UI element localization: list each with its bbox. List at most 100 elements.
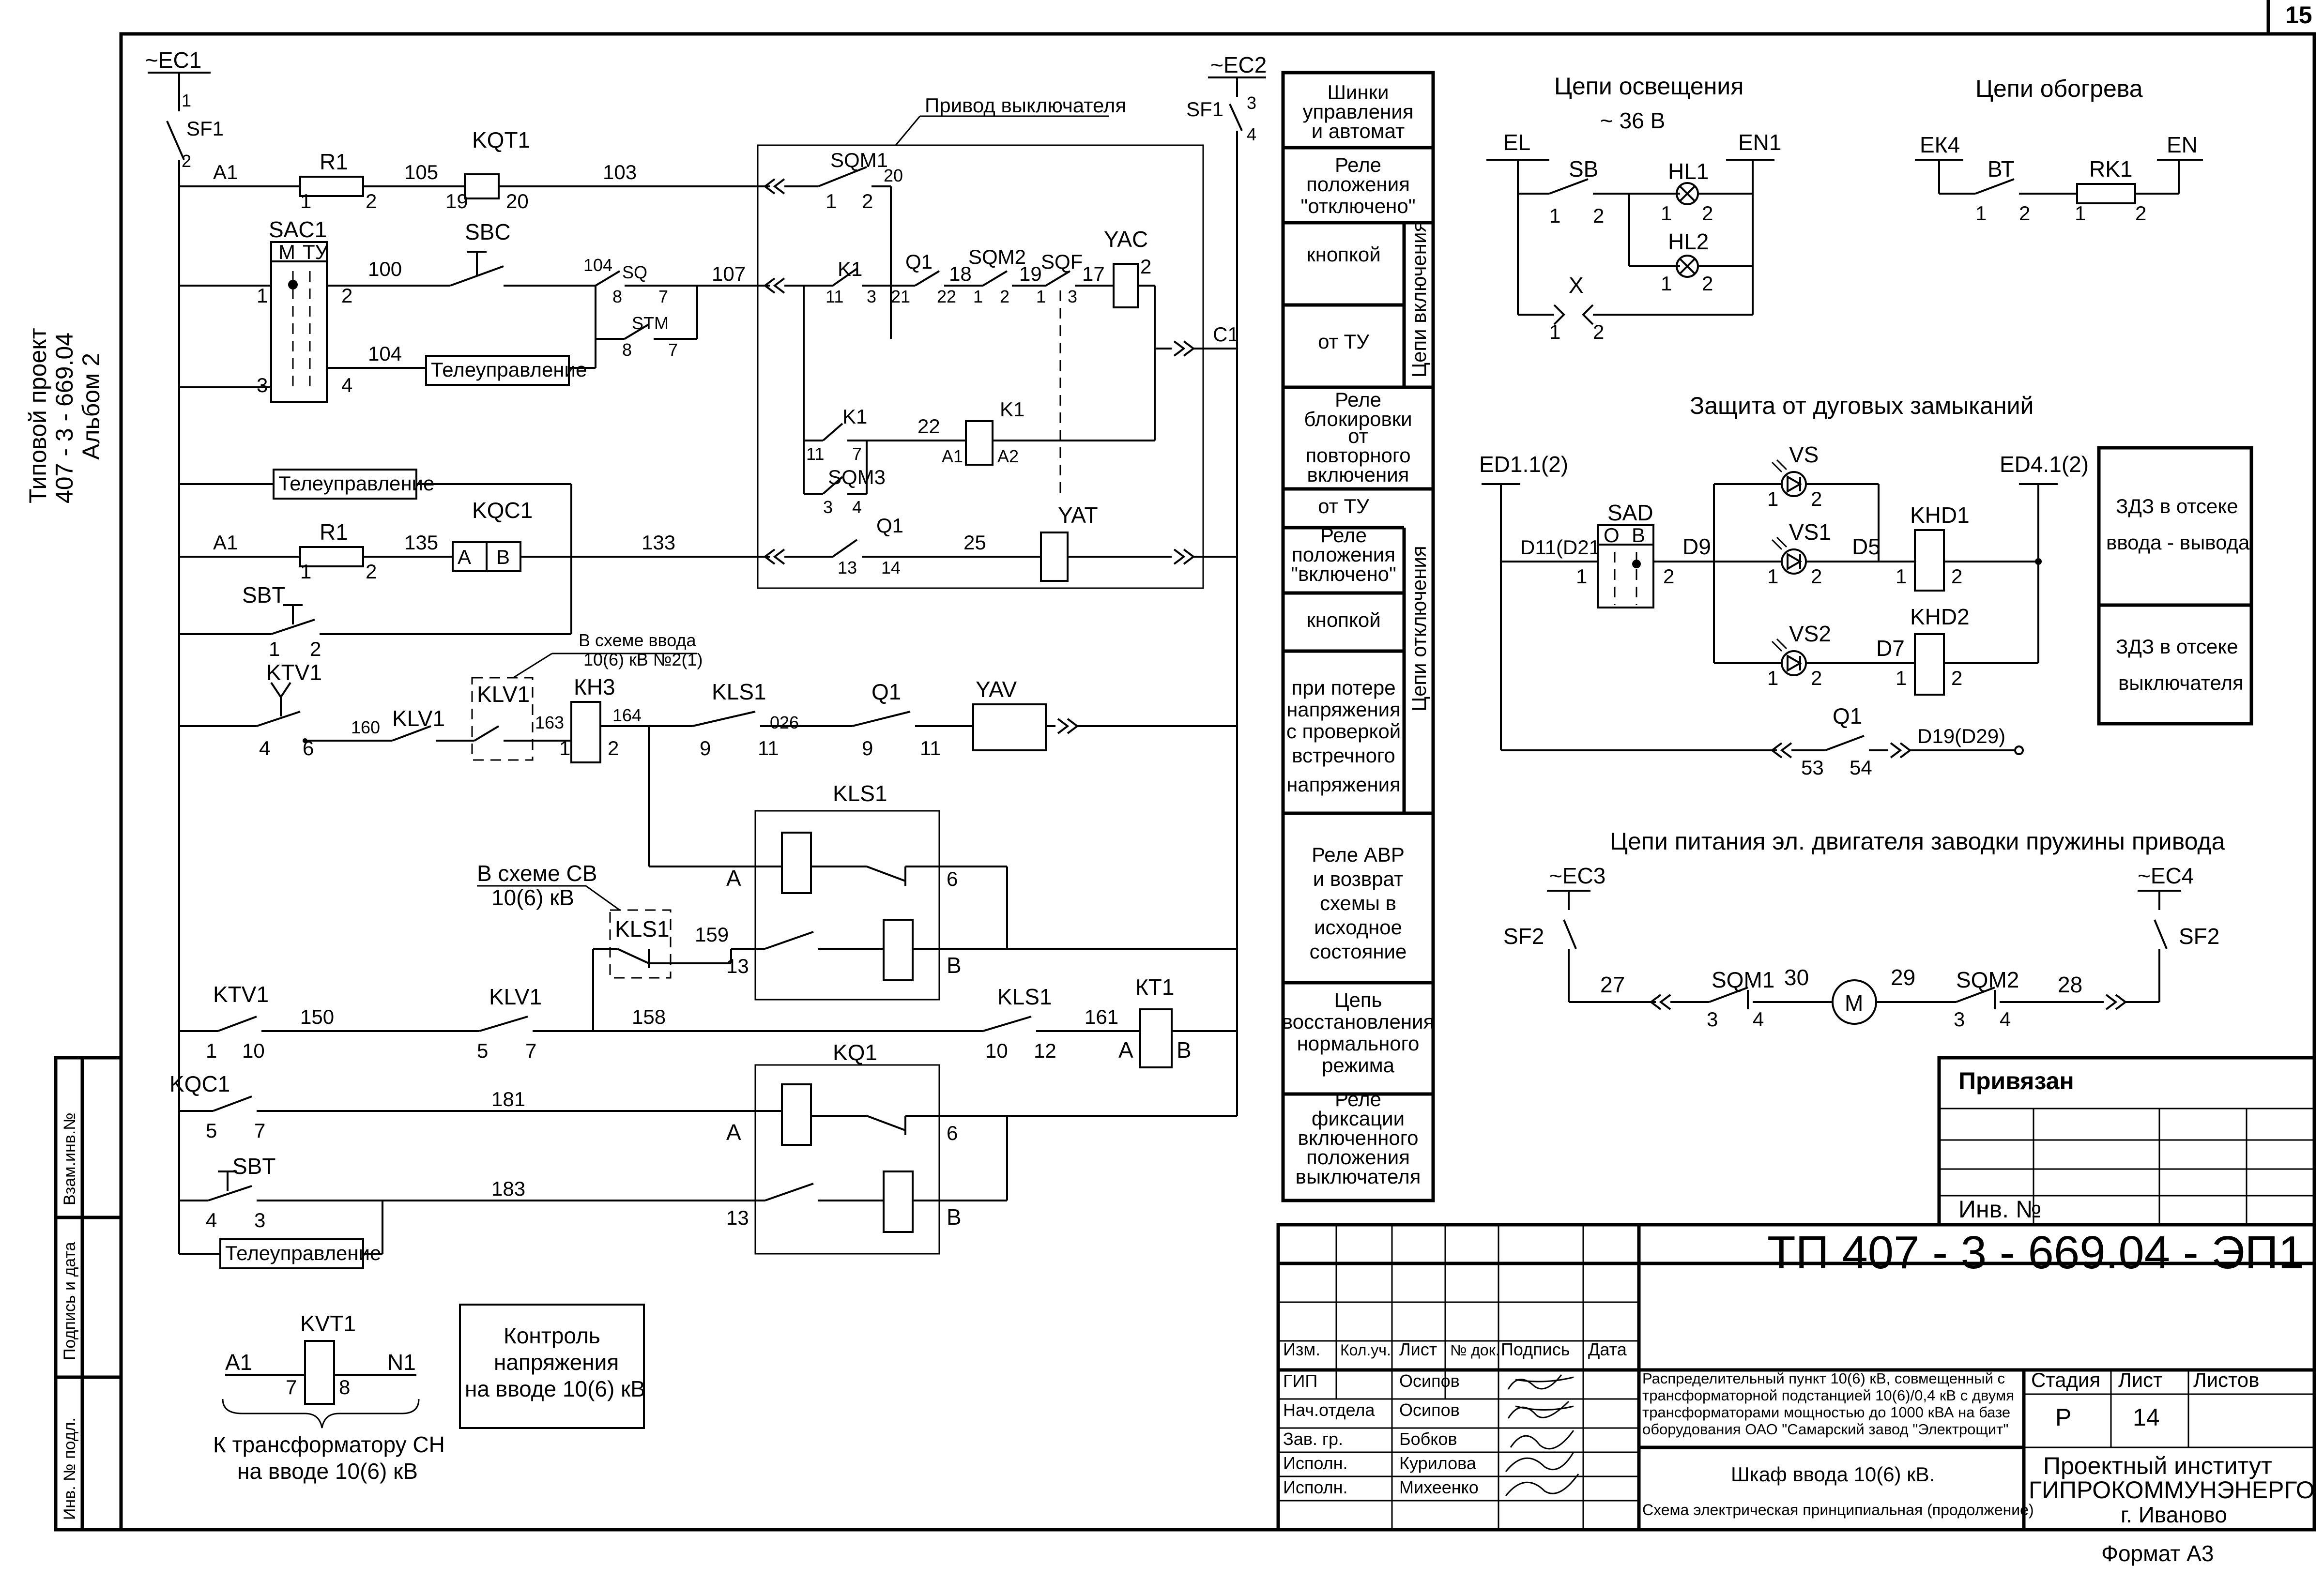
svg-text:105: 105 — [404, 161, 438, 183]
svg-text:г. Иваново: г. Иваново — [2121, 1502, 2227, 1527]
svg-text:30: 30 — [1784, 965, 1809, 990]
svg-text:Q1: Q1 — [876, 514, 903, 537]
svg-text:трансформаторами мощностью до: трансформаторами мощностью до 1000 кВА н… — [1642, 1404, 2010, 1421]
svg-text:А2: А2 — [997, 446, 1019, 466]
svg-text:27: 27 — [1600, 972, 1625, 997]
svg-text:В: В — [1632, 524, 1645, 547]
svg-text:4: 4 — [1247, 124, 1256, 144]
svg-text:от: от — [1348, 425, 1368, 447]
svg-text:13: 13 — [838, 558, 857, 578]
svg-text:19: 19 — [445, 190, 468, 213]
svg-text:1: 1 — [1896, 565, 1907, 588]
svg-text:А1: А1 — [225, 1350, 252, 1375]
signature — [1505, 1452, 1575, 1472]
svg-text:2: 2 — [1811, 487, 1822, 510]
svg-text:SQ: SQ — [622, 262, 647, 282]
svg-text:53: 53 — [1801, 756, 1824, 779]
svg-text:2: 2 — [2019, 202, 2030, 225]
svg-text:исходное: исходное — [1314, 916, 1402, 939]
svg-text:10(6) кВ №2(1): 10(6) кВ №2(1) — [583, 650, 703, 669]
svg-text:трансформаторной подстанцией 1: трансформаторной подстанцией 10(6)/0,4 к… — [1642, 1387, 2014, 1404]
svg-text:14: 14 — [2133, 1404, 2160, 1431]
title-block: ТП 407 - 3 - 669.04 - ЭП1 Изм. Кол.уч. Л… — [1276, 1223, 2316, 1532]
svg-text:21: 21 — [891, 287, 910, 306]
svg-text:2: 2 — [310, 638, 321, 660]
svg-text:5: 5 — [206, 1119, 217, 1142]
svg-text:KQT1: KQT1 — [472, 127, 530, 152]
svg-text:Цепи освещения: Цепи освещения — [1554, 73, 1743, 100]
svg-text:YAT: YAT — [1058, 502, 1098, 528]
svg-text:ввода - вывода: ввода - вывода — [2106, 531, 2250, 554]
svg-text:1: 1 — [1896, 667, 1907, 689]
svg-text:положения: положения — [1306, 1146, 1410, 1169]
signature — [1507, 1374, 1574, 1390]
svg-text:~ЕС2: ~ЕС2 — [1210, 52, 1267, 77]
svg-text:В схеме СВ: В схеме СВ — [477, 861, 597, 886]
svg-text:"отключено": "отключено" — [1300, 195, 1415, 217]
svg-text:EN: EN — [2167, 132, 2198, 157]
svg-text:фиксации: фиксации — [1312, 1107, 1405, 1130]
svg-text:2: 2 — [1593, 204, 1604, 227]
svg-text:и автомат: и автомат — [1312, 120, 1405, 142]
arc-protection: Защита от дуговых замыканий ED1.1(2) D11… — [1479, 392, 2253, 779]
svg-text:ТУ: ТУ — [303, 241, 328, 263]
svg-text:VS: VS — [1789, 442, 1819, 467]
svg-text:КН3: КН3 — [574, 674, 615, 699]
svg-text:Исполн.: Исполн. — [1283, 1453, 1348, 1473]
breaker-drive-label: Привод выключателя — [925, 94, 1126, 117]
svg-text:от ТУ: от ТУ — [1318, 495, 1369, 517]
svg-text:Реле: Реле — [1320, 524, 1367, 547]
svg-text:7: 7 — [658, 287, 668, 306]
svg-text:D7: D7 — [1876, 636, 1905, 661]
svg-text:1: 1 — [826, 190, 837, 213]
svg-text:Телеуправление: Телеуправление — [278, 472, 434, 495]
svg-text:1: 1 — [1661, 202, 1672, 225]
svg-text:ГИПРОКОММУНЭНЕРГО: ГИПРОКОММУНЭНЕРГО — [2029, 1476, 2315, 1504]
svg-text:SQM2: SQM2 — [968, 245, 1026, 268]
svg-text:1: 1 — [1661, 272, 1672, 295]
svg-text:KLS1: KLS1 — [712, 679, 766, 704]
svg-text:Реле АВР: Реле АВР — [1312, 843, 1405, 866]
svg-text:2: 2 — [341, 284, 352, 307]
svg-text:на вводе 10(6) кВ: на вводе 10(6) кВ — [237, 1459, 418, 1484]
svg-text:K1: K1 — [838, 258, 862, 280]
svg-text:407 - 3 - 669.04: 407 - 3 - 669.04 — [51, 333, 78, 503]
svg-text:20: 20 — [506, 190, 529, 213]
svg-text:KLS1: KLS1 — [997, 984, 1052, 1009]
svg-text:SB: SB — [1569, 156, 1598, 182]
svg-text:135: 135 — [404, 531, 438, 554]
svg-text:ГИП: ГИП — [1283, 1371, 1317, 1391]
kq1-relay-box — [754, 1064, 940, 1255]
svg-text:KTV1: KTV1 — [213, 982, 269, 1007]
svg-text:положения: положения — [1306, 173, 1410, 196]
svg-text:HL1: HL1 — [1668, 159, 1709, 184]
svg-text:Осипов: Осипов — [1399, 1400, 1460, 1420]
svg-text:YAC: YAC — [1104, 227, 1148, 252]
svg-text:Реле: Реле — [1335, 1088, 1381, 1110]
svg-text:Курилова: Курилова — [1399, 1453, 1477, 1473]
signature — [1507, 1400, 1574, 1419]
svg-text:D11(D21): D11(D21) — [1520, 536, 1607, 559]
privyazan-block: Привязан Инв. № — [1937, 1056, 2316, 1227]
svg-text:2: 2 — [366, 190, 377, 213]
svg-text:1: 1 — [206, 1039, 217, 1062]
svg-text:А: А — [726, 866, 741, 891]
svg-text:от ТУ: от ТУ — [1318, 330, 1369, 353]
svg-text:ВТ: ВТ — [1988, 156, 2015, 182]
svg-text:1: 1 — [300, 560, 311, 583]
svg-text:2: 2 — [1951, 565, 1962, 588]
svg-text:1: 1 — [1036, 287, 1046, 306]
svg-text:100: 100 — [368, 258, 402, 280]
svg-text:Цепь: Цепь — [1334, 988, 1382, 1011]
svg-text:1: 1 — [300, 190, 311, 213]
svg-text:1: 1 — [1767, 487, 1778, 510]
svg-text:Типовой проект: Типовой проект — [24, 328, 51, 503]
svg-text:20: 20 — [884, 166, 903, 185]
svg-text:28: 28 — [2058, 972, 2082, 997]
svg-text:14: 14 — [881, 558, 901, 578]
svg-text:А: А — [458, 546, 471, 568]
svg-text:159: 159 — [695, 923, 729, 946]
svg-text:KLS1: KLS1 — [615, 916, 670, 942]
svg-text:А: А — [1118, 1037, 1133, 1063]
